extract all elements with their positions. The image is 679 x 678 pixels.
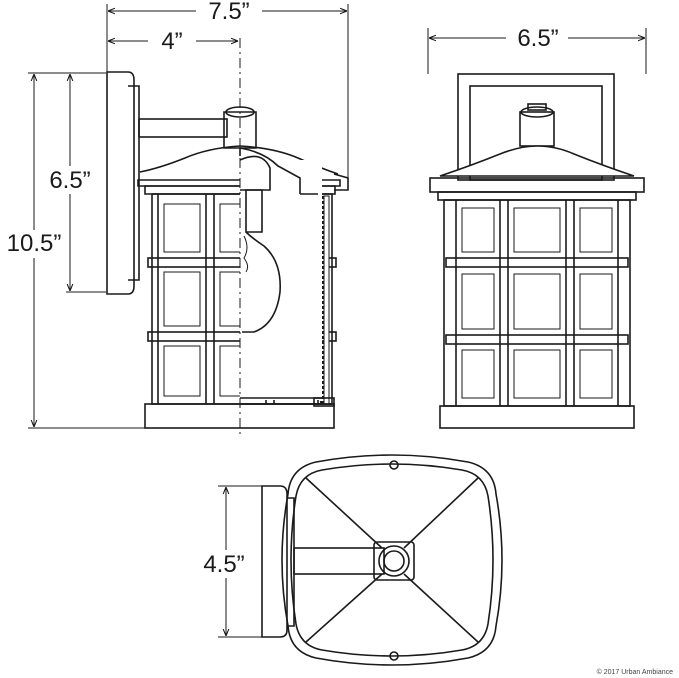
backplate-width-label: 4.5” [203, 551, 244, 578]
top-mount-arm [293, 547, 385, 575]
dimension-backplate-width: 4.5” [194, 485, 262, 638]
dimension-overall-height: 10.5” [0, 72, 145, 429]
side-view: 7.5” 4” 10.5” 6.5” [0, 0, 349, 438]
overall-depth-label: 7.5” [208, 0, 249, 25]
top-view: 4.5” [194, 454, 503, 666]
front-base [439, 405, 635, 429]
top-backplate [261, 485, 295, 638]
front-finial [519, 103, 555, 147]
backplate-height-label: 6.5” [49, 167, 90, 194]
mount-depth-label: 4” [161, 28, 182, 55]
width-label: 6.5” [517, 25, 558, 52]
front-roof [429, 145, 645, 201]
dimension-width: 6.5” [427, 25, 647, 74]
top-roof [281, 454, 503, 666]
front-view: 6.5” [427, 25, 647, 429]
dimension-backplate-height: 6.5” [40, 74, 106, 293]
dimension-mount-depth: 4” [108, 28, 238, 55]
dimension-overall-depth: 7.5” [106, 0, 349, 178]
copyright-text: © 2017 Urban Ambiance [597, 668, 673, 676]
side-backplate [106, 71, 140, 295]
overall-height-label: 10.5” [7, 230, 62, 257]
side-mount-arm [138, 106, 257, 156]
front-cage [443, 199, 631, 407]
side-cutaway-bulb [239, 147, 332, 405]
